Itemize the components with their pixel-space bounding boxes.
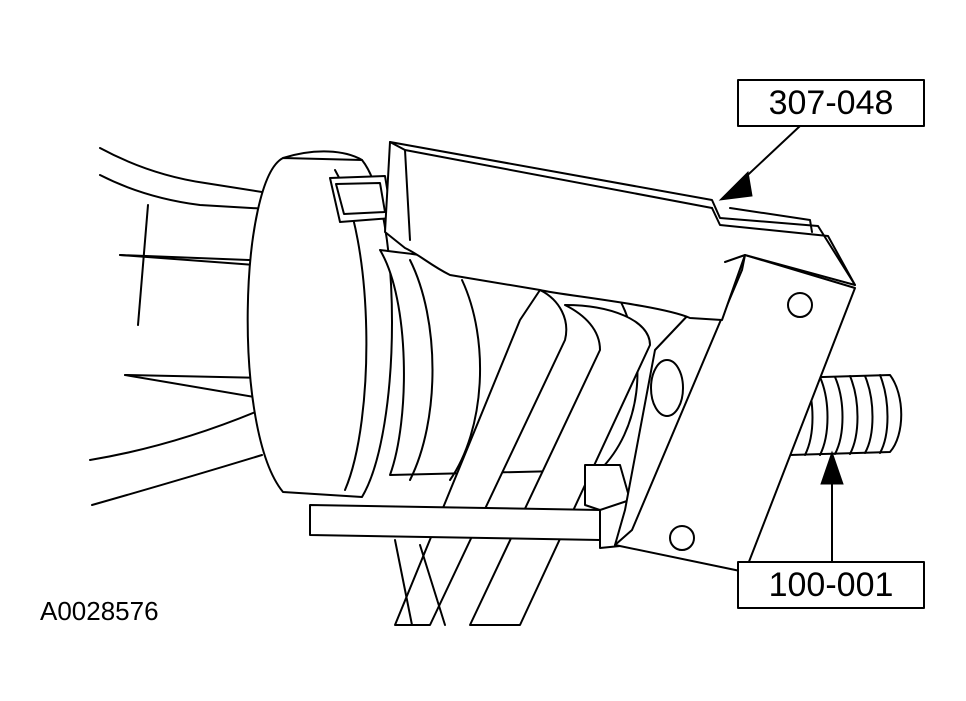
base-block: [309, 464, 631, 549]
callout-upper-label: 307-048: [769, 84, 894, 122]
threaded-stud: [789, 374, 903, 456]
frame-arm: [394, 289, 651, 626]
callout-lower-label: 100-001: [769, 566, 894, 604]
tool-top-arm: [384, 141, 856, 321]
figure-id-label: A0028576: [40, 596, 159, 626]
callout-upper: 307-048: [718, 79, 925, 201]
flange-ring: [246, 150, 393, 498]
bracket-plate: [614, 254, 856, 573]
callout-lower: 100-001: [737, 450, 925, 609]
